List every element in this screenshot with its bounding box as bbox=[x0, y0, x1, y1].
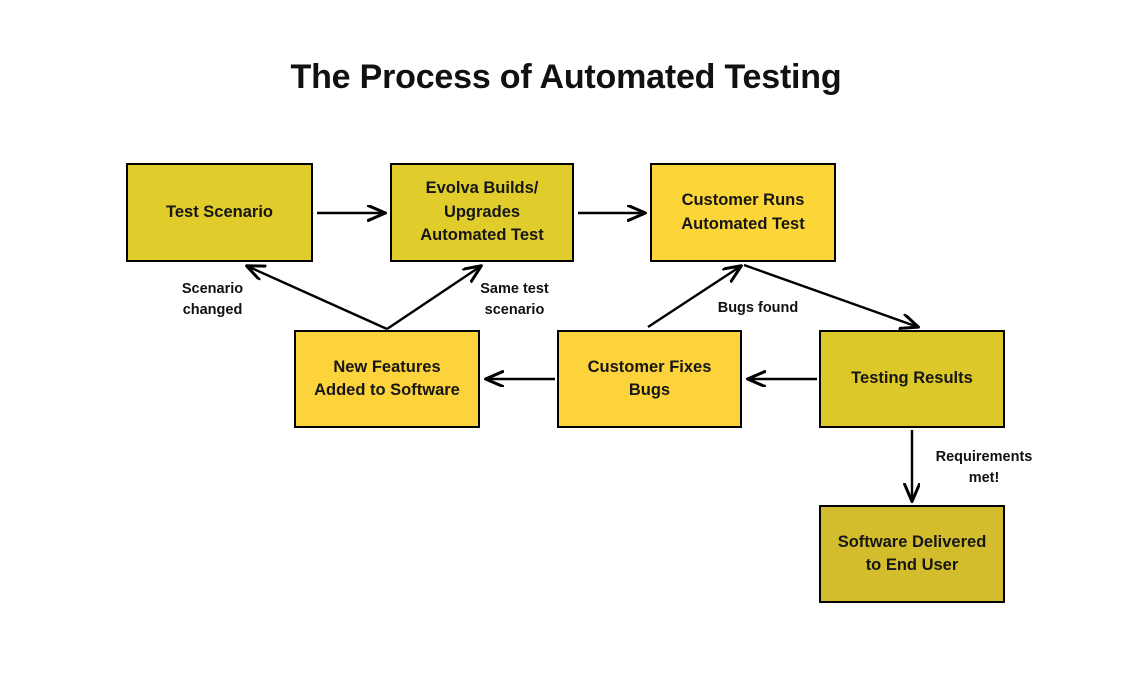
edge-e-features-to-test bbox=[247, 266, 388, 331]
node-label: Test Scenario bbox=[166, 202, 273, 221]
page-title: The Process of Automated Testing bbox=[290, 58, 842, 96]
node-test-scenario[interactable]: Test Scenario bbox=[126, 163, 313, 262]
node-label: Testing Results bbox=[851, 369, 973, 388]
node-testing-results[interactable]: Testing Results bbox=[819, 330, 1005, 428]
edge-label-bugs-found: Bugs found bbox=[717, 300, 799, 316]
